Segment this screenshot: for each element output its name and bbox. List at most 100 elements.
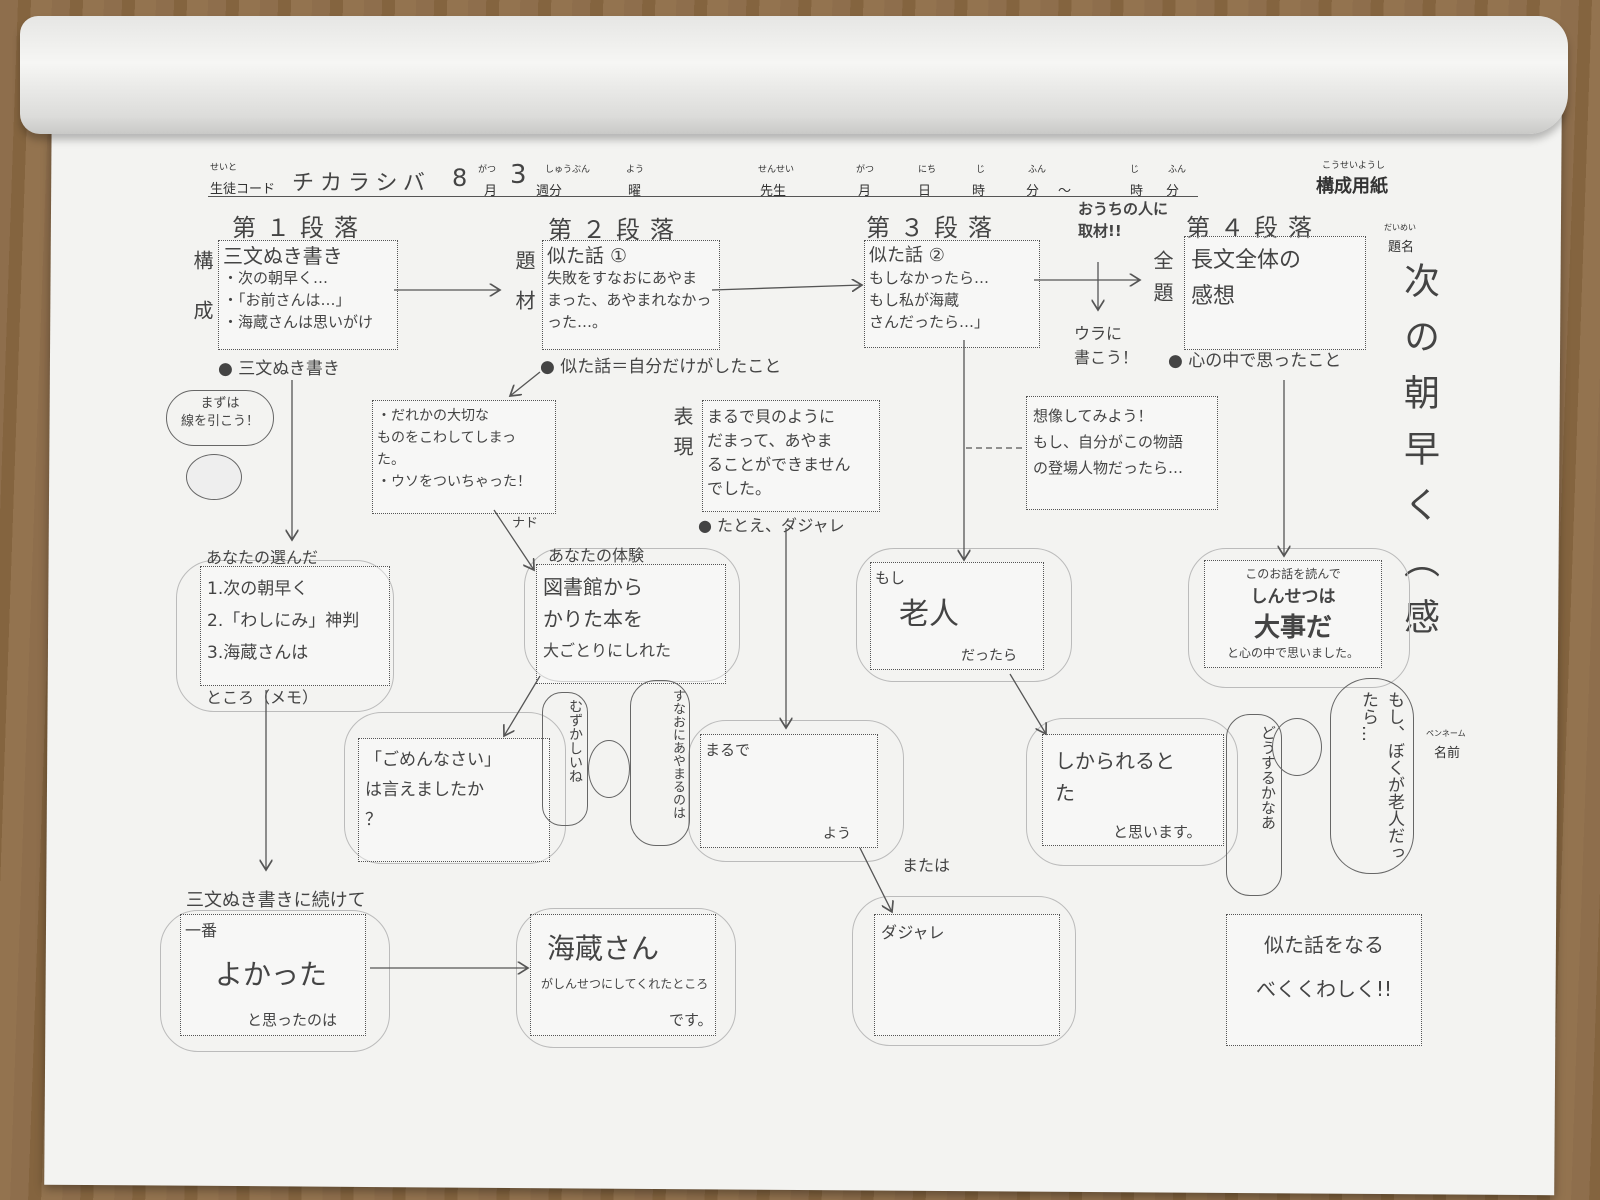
- choice-label: あなたの選んだ: [206, 548, 319, 567]
- month-label: 月: [484, 184, 498, 199]
- student-code-label: 生徒コード: [210, 182, 276, 197]
- box3-line1: 似た話 ②: [869, 245, 945, 266]
- box2-line2: 失敗をすなおにあやま: [547, 269, 698, 287]
- box1-line2: ・次の朝早く…: [223, 269, 329, 287]
- expression-note: ● たとえ、ダジャレ: [698, 516, 845, 535]
- month-value: 8: [452, 164, 468, 192]
- back-line1: ウラに: [1074, 324, 1123, 343]
- bear-icon-2: [1272, 718, 1322, 776]
- choice-line1: 1.次の朝早く: [207, 579, 309, 599]
- imagine-line1: 想像してみよう！: [1033, 407, 1153, 425]
- minute-label: 分: [1026, 184, 1040, 199]
- box-paragraph-2: 似た話 ① 失敗をすなおにあやま まった、あやまれなかっ った…。: [542, 240, 720, 350]
- box-marude: まるで よう: [700, 734, 878, 848]
- note1-text: 三文ぬき書き: [238, 359, 340, 379]
- ruby-shubun: しゅうぶん: [545, 165, 591, 175]
- title-label: 題名: [1388, 240, 1415, 255]
- expression-line2: だまって、あやま: [707, 431, 833, 450]
- continue-label: 三文ぬき書きに続けて: [186, 890, 366, 911]
- ruby-fun: ふん: [1028, 165, 1047, 175]
- interview-line1: おうちの人に: [1078, 200, 1169, 218]
- think-main1: しかられると: [1055, 749, 1175, 773]
- kaizo-tail: です。: [669, 1011, 713, 1029]
- box4-line1: 長文全体の: [1191, 248, 1302, 273]
- interview-line2: 取材!!: [1078, 222, 1122, 240]
- bubble-line2: 線を引こう！: [180, 414, 259, 429]
- box4-line2: 感想: [1191, 284, 1236, 309]
- dajare-text: ダジャレ: [881, 923, 945, 942]
- bubble-line1: まずは: [200, 396, 240, 411]
- marude-top: まるで: [705, 741, 751, 759]
- month2-label: 月: [858, 184, 872, 199]
- tilde: ～: [1058, 184, 1072, 199]
- box-experience: 図書館から かりた本を 大ごとりにしれた: [536, 564, 726, 684]
- experience-line1: 図書館から: [543, 575, 643, 599]
- frog-icon: [588, 740, 630, 798]
- box2-line1: 似た話 ①: [547, 245, 628, 267]
- title-text: 次の朝早く（感: [1398, 262, 1439, 654]
- box2-line4: った…。: [547, 313, 608, 331]
- box1-line3: ・「お前さんは…」: [223, 291, 351, 309]
- box1-line4: ・海蔵さんは思いがけ: [223, 313, 374, 331]
- expression-line1: まるで貝のように: [707, 407, 836, 426]
- ruby-you: よう: [626, 165, 645, 175]
- box-moshi: もし 老人 だったら: [870, 562, 1044, 670]
- choice-line3: 3.海蔵さんは: [207, 643, 309, 663]
- cloud-marude: [688, 720, 904, 862]
- frog-bubble: むずかしいね: [542, 692, 588, 826]
- cloud-gomen: [344, 712, 566, 864]
- best-top: 一番: [185, 921, 218, 940]
- kaizo-main: 海蔵さん: [547, 932, 660, 965]
- note-paragraph-4: ● 心の中で思ったこと: [1168, 351, 1342, 371]
- gomen-line2: は言えましたか: [365, 780, 484, 800]
- ruby-daimei: だいめい: [1384, 223, 1416, 232]
- imagine-line2: もし、自分がこの物語: [1033, 433, 1184, 451]
- best-tail: と思ったのは: [247, 1011, 338, 1029]
- heading-paragraph-1: 第１段落: [232, 214, 368, 242]
- cloud-feel: [1188, 548, 1410, 688]
- marude-tail: よう: [823, 826, 851, 842]
- box3-line2: もしなかったら…: [869, 269, 990, 287]
- moshi-top: もし: [875, 569, 906, 587]
- expression-note-text: たとえ、ダジャレ: [717, 516, 845, 535]
- week-value: 3: [510, 160, 527, 190]
- minute2-label: 分: [1166, 184, 1180, 199]
- box3-line3: もし私が海蔵: [869, 291, 960, 309]
- feel-main1: しんせつは: [1250, 587, 1336, 607]
- box-paragraph-3: 似た話 ② もしなかったら… もし私が海蔵 さんだったら…」: [864, 240, 1040, 348]
- side-label-theme: 全題: [1150, 250, 1174, 314]
- box2-line3: まった、あやまれなかっ: [547, 291, 712, 309]
- ruby-fun2: ふん: [1168, 165, 1187, 175]
- box-think: しかられると た と思います。: [1042, 734, 1224, 846]
- think-tail: と思います。: [1113, 823, 1202, 841]
- bear-icon: [186, 454, 242, 500]
- day-label: 曜: [628, 184, 642, 199]
- ruby-ji: じ: [976, 165, 986, 175]
- best-main: よかった: [215, 958, 328, 991]
- gomen-line3: ？: [365, 810, 382, 830]
- box-expression: まるで貝のように だまって、あやま ることができません でした。: [702, 400, 880, 512]
- example-line2: ものをこわしてしまっ: [377, 430, 517, 446]
- form-title: 構成用紙: [1316, 176, 1388, 197]
- cloud-think: [1026, 718, 1238, 866]
- final-line2: べくくわしく!!: [1255, 977, 1393, 1001]
- ruby-penname: ペンネーム: [1426, 729, 1466, 738]
- cloud-dajare: [852, 896, 1076, 1046]
- moshi-main: 老人: [899, 597, 959, 632]
- side-label-expression: 表現: [670, 406, 694, 466]
- expression-line3: ることができません: [707, 455, 851, 474]
- choice-tail: ところ（メモ）: [206, 688, 319, 707]
- cloud-choice: [176, 560, 394, 712]
- heading-paragraph-3: 第３段落: [866, 214, 1002, 242]
- back-line2: 書こう！: [1074, 348, 1139, 367]
- note-paragraph-1: ● 三文ぬき書き: [218, 359, 340, 379]
- final-line1: 似た話をなる: [1264, 933, 1384, 957]
- side-label-material: 題材: [512, 250, 536, 330]
- cloud-experience: [524, 548, 740, 682]
- ruby-ji2: じ: [1130, 165, 1140, 175]
- heading-paragraph-2: 第２段落: [548, 216, 684, 244]
- expression-line4: でした。: [707, 479, 772, 498]
- ruby-seito: せいと: [210, 163, 238, 173]
- box1-line1: 三文ぬき書き: [223, 244, 343, 268]
- heading-paragraph-4: 第４段落: [1186, 214, 1322, 242]
